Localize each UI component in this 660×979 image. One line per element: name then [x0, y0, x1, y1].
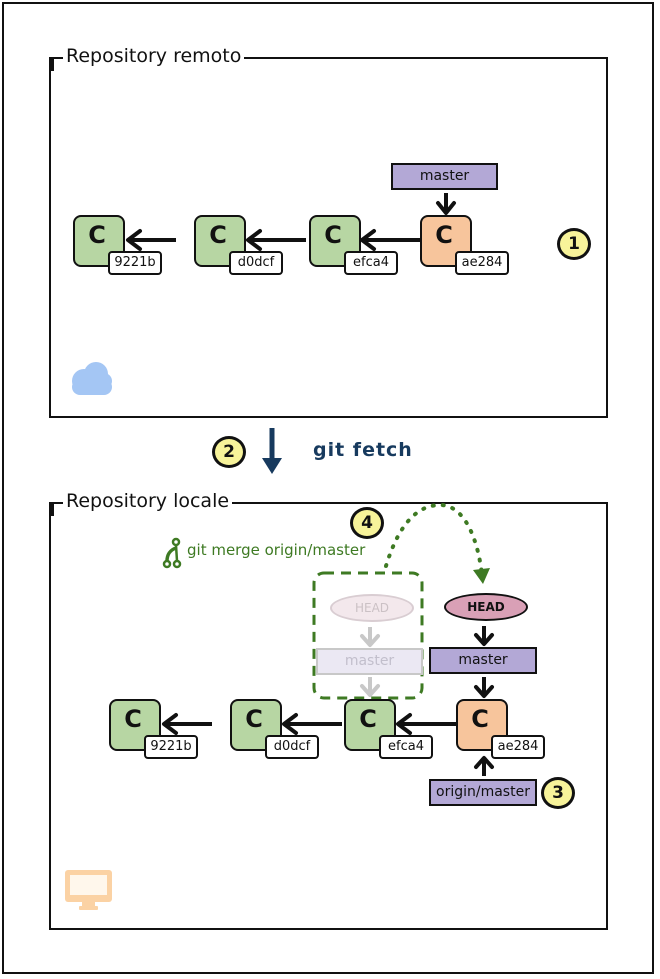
local-commit[interactable]: C 9221b: [109, 699, 198, 759]
commit-hash: 9221b: [144, 735, 198, 759]
commit-hash: d0dcf: [229, 251, 283, 275]
merge-move-curve: [384, 502, 484, 577]
local-panel-title: Repository locale: [63, 490, 233, 512]
remote-commit-latest[interactable]: C ae284: [420, 215, 509, 275]
git-merge-command: git merge origin/master: [187, 541, 366, 559]
old-head-pointer: HEAD: [330, 594, 414, 622]
remote-branch-arrow: [436, 193, 456, 215]
remote-panel-title: Repository remoto: [63, 45, 245, 67]
ghost-master-arrow: [360, 677, 380, 697]
local-commit[interactable]: C d0dcf: [230, 699, 319, 759]
origin-master-arrow: [474, 756, 494, 776]
commit-letter: C: [324, 221, 342, 249]
remote-commit[interactable]: C 9221b: [73, 215, 162, 275]
remote-commit-arrow: [360, 229, 420, 251]
step-badge-1: 1: [557, 228, 591, 260]
panel-corner: [49, 57, 54, 71]
commit-letter: C: [435, 221, 453, 249]
commit-hash: d0dcf: [265, 735, 319, 759]
step-badge-4: 4: [350, 507, 384, 539]
local-commit-arrow: [162, 713, 212, 735]
commit-hash: ae284: [455, 251, 509, 275]
local-master-branch[interactable]: master: [429, 647, 537, 674]
head-to-master-arrow: [474, 626, 494, 646]
commit-hash: efca4: [379, 735, 433, 759]
remote-commit-arrow: [246, 229, 306, 251]
git-fetch-command: git fetch: [313, 439, 413, 461]
local-commit-latest[interactable]: C ae284: [456, 699, 545, 759]
local-commit[interactable]: C efca4: [344, 699, 433, 759]
commit-letter: C: [88, 221, 106, 249]
origin-master-branch[interactable]: origin/master: [429, 779, 537, 806]
old-pointer-dashed-box: [312, 571, 424, 700]
git-merge-icon: [162, 537, 182, 569]
commit-letter: C: [359, 705, 377, 733]
local-commit-arrow: [282, 713, 342, 735]
remote-master-branch[interactable]: master: [391, 163, 498, 190]
local-repository-panel: Repository locale: [49, 490, 608, 930]
step-badge-3: 3: [541, 777, 575, 809]
master-to-commit-arrow: [474, 677, 494, 698]
merge-move-arrowhead: [473, 568, 490, 584]
remote-commit-arrow: [126, 229, 176, 251]
monitor-icon: [65, 870, 112, 910]
commit-letter: C: [209, 221, 227, 249]
local-commit-arrow: [396, 713, 456, 735]
step-badge-2: 2: [212, 436, 246, 468]
commit-letter: C: [245, 705, 263, 733]
fetch-down-arrow: [262, 428, 282, 474]
commit-letter: C: [124, 705, 142, 733]
cloud-icon: [72, 362, 112, 395]
remote-commit[interactable]: C d0dcf: [194, 215, 283, 275]
commit-hash: 9221b: [108, 251, 162, 275]
commit-letter: C: [471, 705, 489, 733]
panel-corner: [49, 502, 54, 516]
commit-hash: efca4: [344, 251, 398, 275]
head-pointer[interactable]: HEAD: [444, 593, 528, 621]
ghost-head-arrow: [360, 627, 380, 647]
remote-repository-panel: Repository remoto: [49, 45, 608, 418]
remote-commit[interactable]: C efca4: [309, 215, 398, 275]
commit-hash: ae284: [491, 735, 545, 759]
old-master-branch: master: [316, 648, 423, 675]
